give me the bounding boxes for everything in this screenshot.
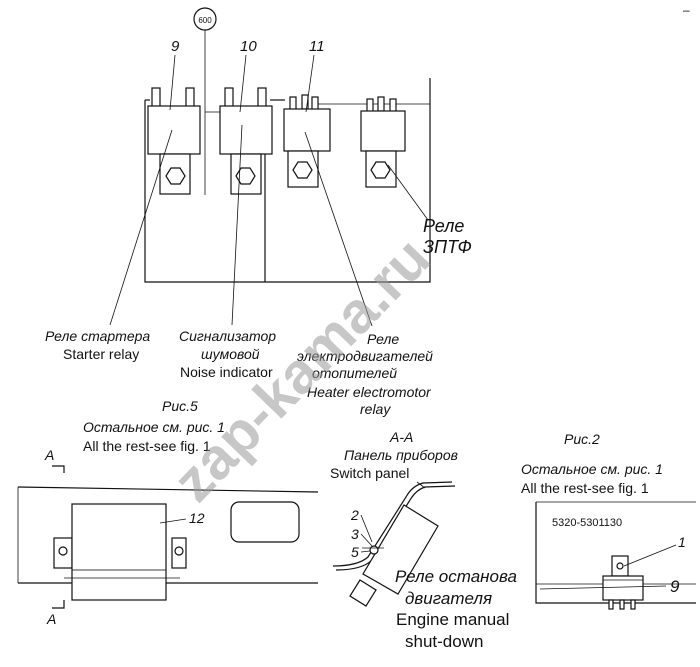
section-mark-a-top: A (44, 447, 54, 463)
relay-12-body (71, 503, 167, 601)
starter-relay-label-ru: Реле стартера (45, 328, 150, 344)
label-9: 9 (171, 38, 180, 55)
zptf-relay-drawing (360, 96, 406, 188)
zptf-relay-label-code: ЗПТФ (423, 237, 472, 257)
fig2-title: Рис.2 (564, 431, 600, 447)
label-12: 12 (189, 510, 205, 526)
figure-5: Рис.5 Остальное см. рис. 1 All the rest-… (17, 398, 319, 627)
label-5: 5 (351, 544, 359, 560)
fig2-label-1: 1 (678, 534, 686, 550)
heater-relay-label-en-1: Heater electromotor (307, 384, 432, 400)
zptf-relay-label-ru: Реле (423, 216, 464, 236)
fig2-part-label: 5320-5301130 (552, 517, 622, 529)
heater-relay-label-en-2: relay (360, 401, 391, 417)
heater-relay-drawing (283, 94, 331, 188)
fig5-note-en: All the rest-see fig. 1 (83, 438, 211, 454)
engine-shutdown-caption: Реле останова двигателя Engine manual sh… (395, 567, 517, 651)
fig5-note-ru: Остальное см. рис. 1 (83, 419, 225, 435)
fig5-title: Рис.5 (162, 398, 198, 414)
heater-relay-label-ru-3: отопителей (312, 365, 397, 381)
reference-circle-label: 600 (198, 16, 212, 25)
noise-indicator-label-ru-2: шумовой (201, 346, 260, 362)
section-a-a: A-A Панель приборов Switch panel 2 3 5 (330, 429, 458, 607)
noise-indicator-label-ru-1: Сигнализатор (179, 328, 276, 344)
noise-indicator-drawing (219, 87, 273, 195)
section-aa-title: A-A (389, 429, 413, 445)
top-view: 600 (45, 7, 472, 417)
engine-relay-label-en-2: shut-down (405, 632, 483, 651)
fig2-note-ru: Остальное см. рис. 1 (521, 461, 663, 477)
engine-relay-label-ru-1: Реле останова (395, 567, 517, 586)
label-2: 2 (350, 507, 359, 523)
section-mark-a-bottom: A (46, 611, 56, 627)
noise-indicator-label-en: Noise indicator (180, 364, 273, 380)
starter-relay-drawing (147, 87, 201, 195)
switch-panel-label-en: Switch panel (330, 465, 409, 481)
heater-relay-label-ru-1: Реле (367, 331, 399, 347)
fig2-note-en: All the rest-see fig. 1 (521, 480, 649, 496)
label-10: 10 (240, 38, 257, 55)
switch-panel-label-ru: Панель приборов (344, 447, 458, 463)
engine-relay-label-en-1: Engine manual (396, 610, 509, 629)
corner-mark: – (683, 3, 690, 17)
engine-relay-label-ru-2: двигателя (405, 589, 492, 608)
figure-2: Рис.2 Остальное см. рис. 1 All the rest-… (521, 431, 696, 610)
label-11: 11 (309, 38, 325, 55)
fig2-label-9: 9 (670, 577, 680, 596)
starter-relay-label-en: Starter relay (63, 346, 139, 362)
heater-relay-label-ru-2: электродвигателей (297, 348, 433, 364)
label-3: 3 (351, 526, 359, 542)
